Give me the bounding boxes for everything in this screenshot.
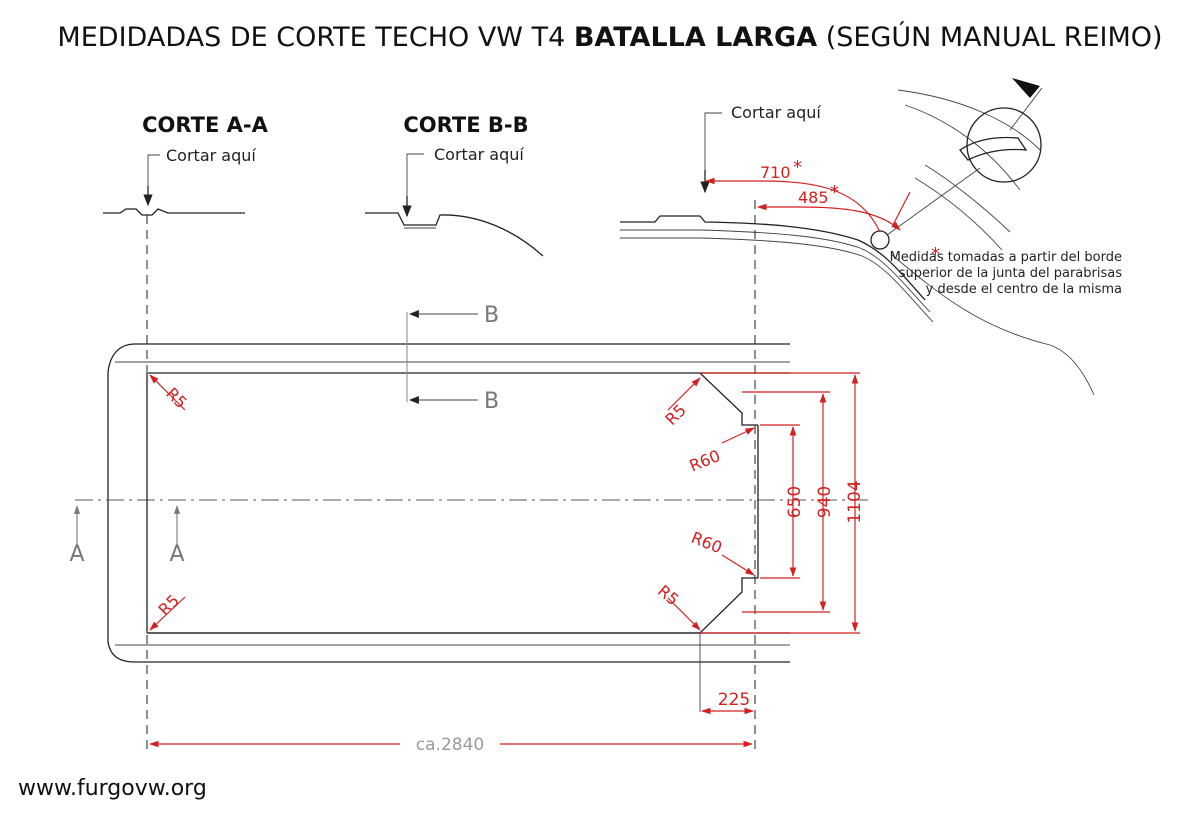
radius-r60-top-arrow: [721, 427, 755, 444]
dim-total-label: ca.2840: [416, 735, 484, 755]
section-marker-a-right: A: [169, 542, 184, 567]
detail-pointer-line: [1009, 87, 1043, 131]
roof-line-mid: [620, 229, 931, 313]
radius-r60-bottom-arrow: [721, 554, 755, 576]
note-line-2: superior de la junta del parabrisas: [899, 266, 1122, 281]
dim-total-label-bg: [400, 735, 500, 753]
dim-710-star: *: [793, 157, 802, 178]
page-title: MEDIDADAS DE CORTE TECHO VW T4 BATALLA L…: [57, 21, 1162, 53]
seal-leader-line: [886, 167, 981, 236]
radius-r5-top-right-arrow: [667, 377, 701, 411]
radius-r5-top-left-arrow: [149, 374, 186, 411]
seal-small-circle: [870, 230, 890, 250]
roof-line-inner: [620, 237, 934, 323]
section-a-profile: [103, 208, 245, 216]
section-b-title: CORTE B-B: [403, 113, 528, 137]
windshield-line: [891, 254, 1095, 396]
note-star: *: [931, 244, 940, 265]
title-bold: BATALLA LARGA: [574, 22, 817, 53]
section-b-cut-label: Cortar aquí: [434, 145, 524, 164]
radius-r60-bottom: R60: [688, 528, 724, 557]
section-a-title: CORTE A-A: [142, 113, 268, 137]
section-b-profile: [365, 212, 544, 257]
section-a-cut-leader: [147, 154, 160, 198]
radius-r60-top: R60: [687, 446, 723, 475]
section-a-cut-label: Cortar aquí: [166, 146, 256, 165]
frame-line-4: [914, 177, 1003, 251]
dim-650-label: 650: [785, 486, 805, 518]
dim-225-label: 225: [718, 690, 750, 710]
dim-485-star: *: [830, 182, 839, 203]
section-marker-b-top: B: [484, 303, 499, 328]
detail-pointer-arrow: [1012, 78, 1040, 98]
roof-outline: [107, 343, 790, 663]
dim-710-label: 710: [760, 163, 791, 182]
frame-line-2: [904, 104, 1021, 191]
title-suffix: (SEGÚN MANUAL REIMO): [817, 21, 1162, 53]
detail-seal: [959, 136, 1028, 161]
radius-r5-top-left: R5: [162, 384, 190, 412]
side-cut-leader: [704, 112, 722, 180]
note-line-3: y desde el centro de la misma: [926, 282, 1122, 297]
dim-1104-label: 1104: [845, 480, 865, 523]
section-marker-a-left: A: [69, 542, 84, 567]
roof-line-outer: [620, 215, 926, 301]
radius-r5-bottom-left: R5: [155, 591, 183, 619]
radius-r5-top-right: R5: [661, 400, 689, 428]
section-a-a: CORTE A-A Cortar aquí: [103, 113, 269, 216]
upper-frame-line: [897, 89, 1041, 151]
section-b-cut-leader: [406, 153, 424, 210]
cut-contour: [146, 372, 758, 634]
roof-plan-view: R5 R5 R5 R5 R60 R60 650 940 1104 225 ca.…: [69, 200, 870, 755]
title-prefix: MEDIDADAS DE CORTE TECHO VW T4: [57, 22, 573, 53]
radius-r5-bottom-right-arrow: [667, 597, 701, 631]
dim-485-line: [757, 203, 901, 231]
radius-r5-bottom-left-arrow: [149, 596, 186, 631]
dim-485-label: 485: [798, 188, 829, 207]
side-cut-label: Cortar aquí: [731, 103, 821, 122]
website-watermark: www.furgovw.org: [18, 776, 207, 801]
note-line-1: Medidas tomadas a partir del borde: [890, 250, 1122, 265]
side-profile: Cortar aquí 710 * 485 * * Medidas tomada…: [620, 78, 1122, 396]
frame-line-3: [924, 164, 1011, 233]
dim-485-ext: [892, 191, 911, 226]
section-b-b: CORTE B-B Cortar aquí: [365, 113, 544, 257]
dim-940-label: 940: [815, 486, 835, 518]
section-marker-b-bottom: B: [484, 389, 499, 414]
radius-r5-bottom-right: R5: [654, 581, 683, 609]
detail-circle: [966, 107, 1042, 183]
